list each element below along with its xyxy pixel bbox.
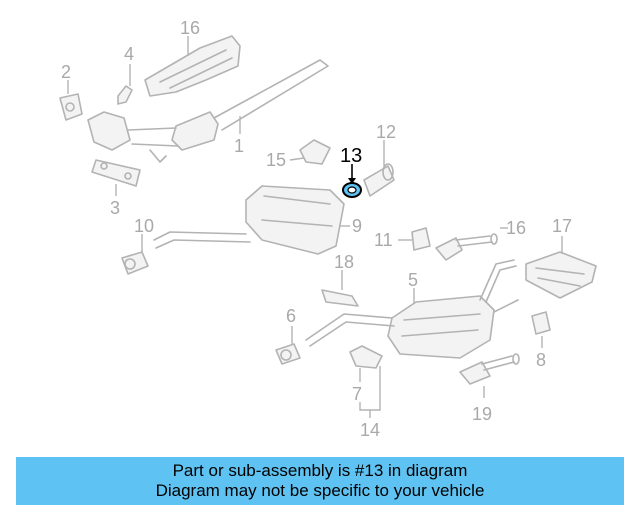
- part-10-rubber-hanger[interactable]: [121, 251, 149, 275]
- banner-line-1: Part or sub-assembly is #13 in diagram: [172, 461, 468, 480]
- part-12-tailpipe-tip[interactable]: [363, 163, 395, 197]
- callout-14: 14: [360, 420, 380, 440]
- info-banner: Part or sub-assembly is #13 in diagram D…: [16, 457, 624, 505]
- callout-10: 10: [134, 216, 154, 236]
- callout-13: 13: [340, 145, 362, 167]
- callout-7: 7: [352, 384, 362, 404]
- callout-11: 11: [374, 230, 393, 250]
- callout-5: 5: [408, 270, 418, 290]
- banner-line-2: Diagram may not be specific to your vehi…: [155, 481, 485, 500]
- callout-15: 15: [266, 150, 286, 170]
- part-1-front-pipe[interactable]: [87, 59, 329, 163]
- callout-3: 3: [110, 198, 120, 218]
- part-3-gasket[interactable]: [91, 159, 141, 187]
- callout-9: 9: [352, 216, 362, 236]
- part-9-rear-muffler[interactable]: [153, 185, 345, 255]
- part-7-bracket[interactable]: [349, 345, 383, 369]
- callout-16-upper: 16: [506, 218, 526, 238]
- callout-17: 16: [180, 18, 200, 38]
- callout-19: 18: [334, 252, 354, 272]
- part-2-gasket[interactable]: [59, 93, 83, 121]
- part-15-hanger[interactable]: [299, 139, 331, 165]
- callout-4: 4: [124, 44, 134, 64]
- callout-2: 2: [61, 62, 71, 82]
- callout-18: 17: [552, 216, 572, 236]
- part-16-upper-bracket[interactable]: [435, 233, 498, 261]
- callout-16-lower: 19: [472, 404, 492, 424]
- callout-6: 6: [286, 306, 296, 326]
- part-8-bracket[interactable]: [531, 311, 551, 335]
- part-13-clamp[interactable]: [342, 182, 362, 198]
- callout-8: 8: [536, 350, 546, 370]
- part-5-center-muffler[interactable]: [305, 259, 519, 359]
- callout-1: 1: [234, 136, 244, 156]
- part-6-rubber-hanger[interactable]: [275, 343, 301, 365]
- part-19-heat-shield[interactable]: [321, 289, 359, 307]
- exhaust-parts-diagram: 16 2 4 1 3 15 12: [59, 18, 597, 440]
- part-16-lower-bracket[interactable]: [459, 353, 520, 385]
- part-4-bracket[interactable]: [117, 85, 133, 105]
- part-18-heat-shield[interactable]: [525, 251, 597, 299]
- callout-12: 12: [376, 122, 396, 142]
- part-17-heat-shield[interactable]: [144, 35, 241, 97]
- part-11-bracket[interactable]: [411, 227, 431, 251]
